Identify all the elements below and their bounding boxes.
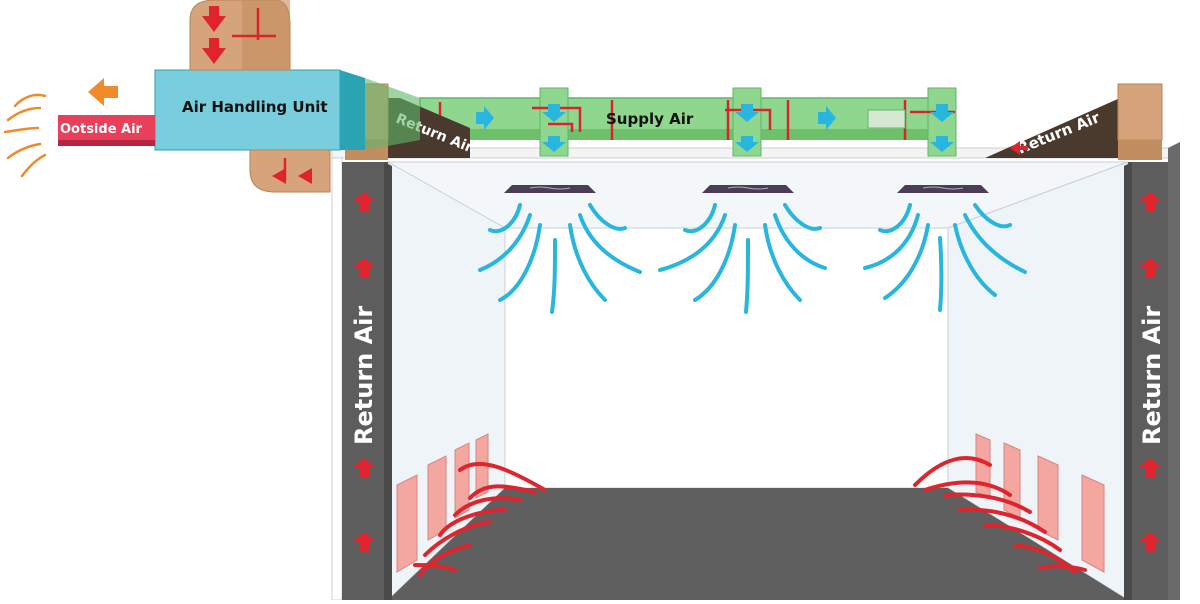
return-flow-left	[413, 461, 547, 577]
arrow-up-icon	[1138, 258, 1162, 278]
arrow-right-icon	[476, 106, 494, 130]
left-return-air-panel	[331, 157, 392, 601]
arrow-right-icon	[818, 106, 836, 130]
return-wall-arrows-left	[352, 192, 376, 552]
room-floor	[388, 488, 1128, 600]
arrow-left-icon	[298, 168, 312, 184]
arrow-up-icon	[352, 532, 376, 552]
return-grille	[1037, 455, 1059, 541]
supply-air-label: Supply Air	[606, 110, 694, 128]
outside-air-exhaust-swirl	[3, 93, 47, 178]
arrow-up-icon	[352, 458, 376, 478]
arrow-left-icon	[88, 78, 118, 106]
arrow-down-icon	[735, 104, 759, 122]
arrow-up-icon	[352, 258, 376, 278]
return-grille	[396, 474, 418, 573]
arrow-left-icon	[1010, 141, 1028, 155]
arrow-down-icon	[735, 136, 759, 152]
return-elbow-bottom	[249, 149, 331, 193]
supply-flow	[478, 203, 1027, 314]
return-wall-arrows-right	[1138, 192, 1162, 552]
return-grille	[1081, 474, 1105, 573]
arrow-down-icon	[202, 48, 226, 64]
return-grille	[427, 455, 447, 541]
arrow-up-icon	[1138, 532, 1162, 552]
return-air-wall-right-label: Return Air	[1138, 306, 1166, 445]
ceiling-diffuser	[504, 185, 596, 193]
arrow-down-icon	[542, 104, 566, 122]
room-back-wall	[504, 227, 949, 489]
ceiling-diffuser	[897, 185, 989, 193]
supply-flow-arrows	[476, 104, 954, 152]
arrow-down-icon	[202, 16, 226, 32]
arrow-down-icon	[930, 136, 954, 152]
ceiling-diffusers	[504, 185, 989, 193]
return-elbow-top	[189, 0, 291, 71]
arrow-up-icon	[1138, 458, 1162, 478]
outside-air-label: Ootside Air	[60, 122, 143, 137]
outside-air-duct: Ootside Air	[58, 78, 155, 146]
arrow-up-icon	[352, 192, 376, 212]
air-handling-unit: Air Handling Unit	[154, 69, 420, 151]
arrow-left-icon	[272, 168, 286, 184]
arrow-up-icon	[1138, 192, 1162, 212]
right-return-air-panel	[1124, 142, 1180, 600]
return-air-wall-left-label: Return Air	[350, 306, 378, 445]
arrow-down-icon	[930, 104, 954, 122]
air-handling-unit-label: Air Handling Unit	[182, 98, 328, 116]
arrow-down-icon	[542, 136, 566, 152]
return-flow-right	[913, 455, 1087, 574]
return-grille	[454, 442, 470, 519]
ceiling-diffuser	[702, 185, 794, 193]
return-air-duct-right: Return Air	[985, 83, 1163, 160]
